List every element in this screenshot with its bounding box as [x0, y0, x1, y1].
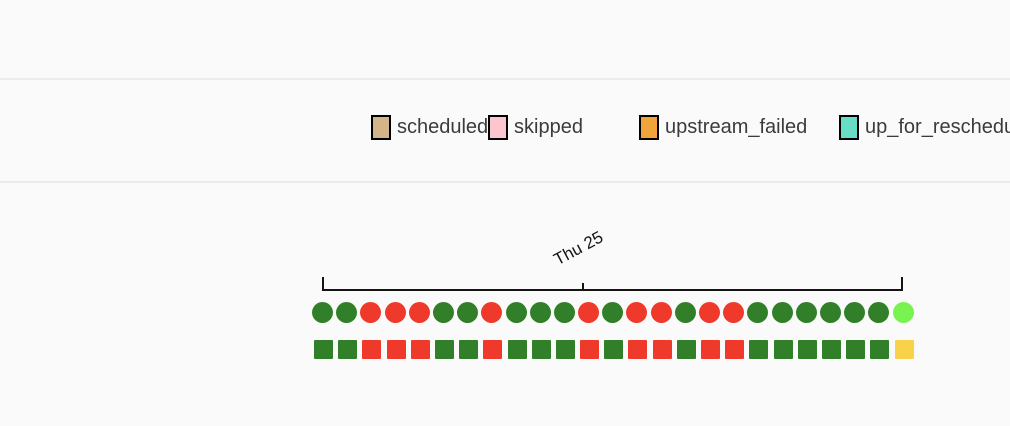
task-instance-square[interactable] — [725, 340, 745, 359]
task-instance-square[interactable] — [604, 340, 624, 359]
axis-tick-right — [901, 277, 903, 291]
task-instance-square[interactable] — [870, 340, 890, 359]
task-instance-square[interactable] — [314, 340, 333, 359]
dag-run-circle[interactable] — [408, 302, 430, 323]
dag-run-circle[interactable] — [650, 302, 672, 323]
dag-run-circle[interactable] — [844, 302, 866, 323]
task-instance-square[interactable] — [628, 340, 648, 359]
task-instance-square[interactable] — [362, 340, 382, 359]
dag-runs-row — [312, 302, 914, 323]
dag-run-circle[interactable] — [336, 302, 358, 323]
dag-run-circle[interactable] — [699, 302, 720, 323]
task-instance-square[interactable] — [555, 340, 575, 359]
task-instance-square[interactable] — [773, 340, 793, 359]
task-instance-square[interactable] — [701, 340, 720, 359]
dag-run-circle[interactable] — [892, 302, 914, 323]
dag-run-circle[interactable] — [481, 302, 503, 323]
dag-run-circle[interactable] — [795, 302, 817, 323]
dag-run-circle[interactable] — [529, 302, 551, 323]
axis-tick-left — [322, 277, 324, 291]
dag-run-circle[interactable] — [312, 302, 333, 323]
task-instance-square[interactable] — [821, 340, 841, 359]
task-instance-square[interactable] — [846, 340, 866, 359]
legend-label: skipped — [514, 116, 583, 138]
axis-tick-middle — [582, 283, 584, 291]
task-instance-square[interactable] — [507, 340, 527, 359]
task-instance-square[interactable] — [410, 340, 430, 359]
task-instance-square[interactable] — [434, 340, 454, 359]
axis-date-label: Thu 25 — [550, 227, 607, 270]
dag-run-circle[interactable] — [723, 302, 745, 323]
legend-item-scheduled: scheduled — [371, 113, 488, 141]
status-legend: scheduled skipped upstream_failed up_for_re… — [0, 113, 1010, 141]
dag-run-circle[interactable] — [384, 302, 406, 323]
header-divider — [0, 78, 1010, 80]
legend-item-skipped: skipped — [488, 113, 583, 141]
task-instance-square[interactable] — [749, 340, 769, 359]
dag-run-circle[interactable] — [360, 302, 382, 323]
legend-item-upstream_failed: upstream_failed — [639, 113, 807, 141]
task-instance-square[interactable] — [580, 340, 600, 359]
dag-run-circle[interactable] — [457, 302, 479, 323]
legend-divider — [0, 181, 1010, 183]
legend-swatch — [839, 114, 859, 140]
legend-swatch — [639, 114, 659, 140]
task-instances-row — [314, 340, 914, 359]
task-instance-square[interactable] — [531, 340, 551, 359]
dag-run-circle[interactable] — [432, 302, 454, 323]
task-instance-square[interactable] — [894, 340, 914, 359]
dag-run-circle[interactable] — [819, 302, 841, 323]
task-instance-square[interactable] — [483, 340, 503, 359]
legend-label: upstream_failed — [665, 116, 808, 138]
task-instance-square[interactable] — [386, 340, 406, 359]
dag-run-circle[interactable] — [747, 302, 769, 323]
task-instance-square[interactable] — [459, 340, 479, 359]
dag-run-circle[interactable] — [771, 302, 793, 323]
task-instance-square[interactable] — [338, 340, 358, 359]
legend-item-up_for_reschedule: up_for_reschedule — [839, 113, 1010, 141]
dag-run-circle[interactable] — [578, 302, 600, 323]
axis-baseline — [322, 289, 903, 291]
legend-swatch — [371, 114, 391, 140]
dag-run-circle[interactable] — [505, 302, 527, 323]
dag-run-circle[interactable] — [674, 302, 696, 323]
task-instance-square[interactable] — [676, 340, 696, 359]
dag-run-circle[interactable] — [553, 302, 575, 323]
legend-label: up_for_reschedule — [865, 116, 1010, 138]
dag-run-circle[interactable] — [868, 302, 890, 323]
dag-run-circle[interactable] — [602, 302, 624, 323]
legend-swatch — [488, 114, 508, 140]
task-instance-square[interactable] — [797, 340, 817, 359]
task-instance-square[interactable] — [652, 340, 672, 359]
dag-run-circle[interactable] — [626, 302, 648, 323]
legend-label: scheduled — [397, 116, 489, 138]
